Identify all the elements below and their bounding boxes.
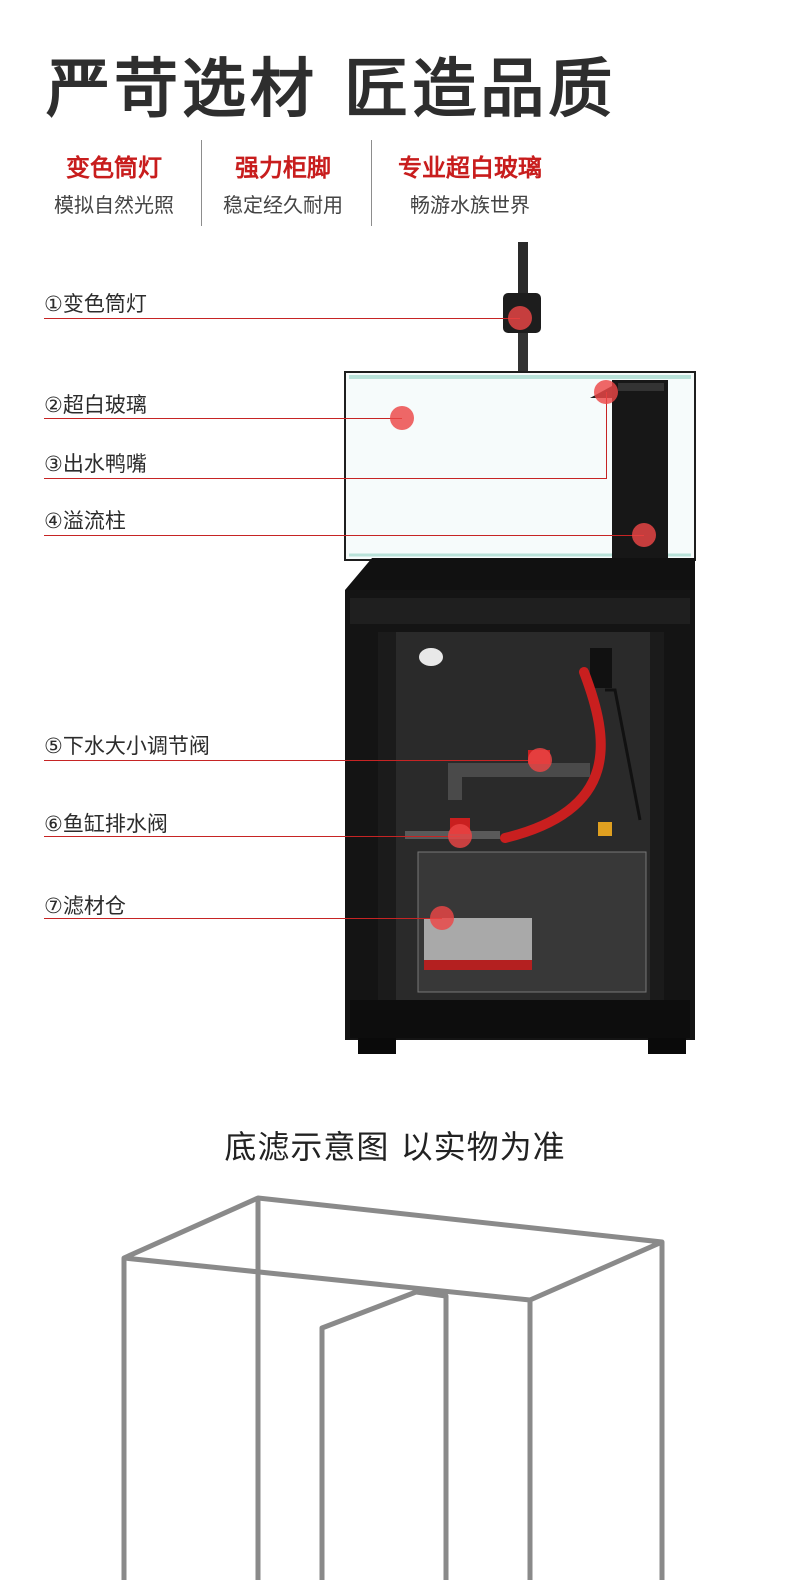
light-stem: [518, 333, 528, 371]
pipe-hole-cap: [419, 648, 443, 666]
callout-glass-dot: [390, 406, 414, 430]
feature-divider: [371, 140, 372, 226]
callout-glass-label: ②超白玻璃: [44, 393, 147, 417]
callout-outlet-dot: [594, 380, 618, 404]
cabinet-bottom-rail: [350, 1000, 690, 1038]
callout-regulating-valve-line: [44, 760, 540, 761]
feature-divider: [201, 140, 202, 226]
callout-outlet-line: [44, 478, 606, 479]
callout-filter-chamber-dot: [430, 906, 454, 930]
filter-media-tray: [424, 960, 532, 970]
drain-pipe: [448, 763, 590, 800]
callout-regulating-valve-label: ⑤下水大小调节阀: [44, 734, 210, 758]
callout-outlet-line-vertical: [606, 392, 607, 479]
callout-drain-valve-dot: [448, 824, 472, 848]
cabinet-foot-left: [358, 1038, 396, 1054]
red-hose: [500, 667, 606, 843]
callout-overflow-dot: [632, 523, 656, 547]
overflow-grille: [618, 383, 664, 391]
cabinet-left-post: [378, 632, 396, 1000]
feature-title: 强力柜脚: [235, 154, 331, 182]
cabinet-top-rail: [350, 598, 690, 624]
feature-subtitle: 模拟自然光照: [54, 193, 174, 217]
callout-drain-valve-line: [44, 836, 460, 837]
diagram-top-face: [121, 1195, 665, 1303]
tank-base: [345, 558, 695, 590]
feature-glass: 专业超白玻璃 畅游水族世界: [384, 148, 556, 218]
feature-strip: 变色筒灯 模拟自然光照 强力柜脚 稳定经久耐用 专业超白玻璃 畅游水族世界: [0, 140, 790, 230]
sump-wireframe-diagram: [121, 1195, 665, 1580]
callout-overflow-line: [44, 535, 644, 536]
pump-plug: [598, 822, 612, 836]
power-cable: [605, 688, 642, 821]
callout-filter-chamber-label: ⑦滤材仓: [44, 894, 126, 918]
feature-subtitle: 稳定经久耐用: [223, 193, 343, 217]
cabinet-right-post: [650, 632, 664, 1000]
page-headline: 严苛选材 匠造品质: [46, 53, 617, 127]
callout-spot-light-label: ①变色筒灯: [44, 292, 147, 316]
callout-outlet-label: ③出水鸭嘴: [44, 452, 147, 476]
cabinet: [345, 590, 695, 1040]
diagram-partition: [319, 1289, 449, 1580]
cabinet-foot-right: [648, 1038, 686, 1054]
callout-glass-line: [44, 418, 402, 419]
callout-drain-valve-label: ⑥鱼缸排水阀: [44, 812, 168, 836]
feature-title: 变色筒灯: [66, 154, 162, 182]
light-clamp: [506, 372, 540, 378]
cabinet-interior: [378, 632, 664, 1000]
callout-filter-chamber-line: [44, 918, 442, 919]
light-pole: [518, 242, 528, 302]
feature-title: 专业超白玻璃: [398, 154, 542, 182]
callout-spot-light-line: [44, 318, 520, 319]
callout-regulating-valve-dot: [528, 748, 552, 772]
return-pump: [590, 648, 612, 688]
feature-subtitle: 畅游水族世界: [410, 193, 530, 217]
feature-light: 变色筒灯 模拟自然光照: [46, 148, 182, 218]
feature-legs: 强力柜脚 稳定经久耐用: [214, 148, 352, 218]
callout-spot-light-dot: [508, 306, 532, 330]
sump-diagram-title: 底滤示意图 以实物为准: [224, 1128, 566, 1166]
callout-overflow-label: ④溢流柱: [44, 509, 126, 533]
